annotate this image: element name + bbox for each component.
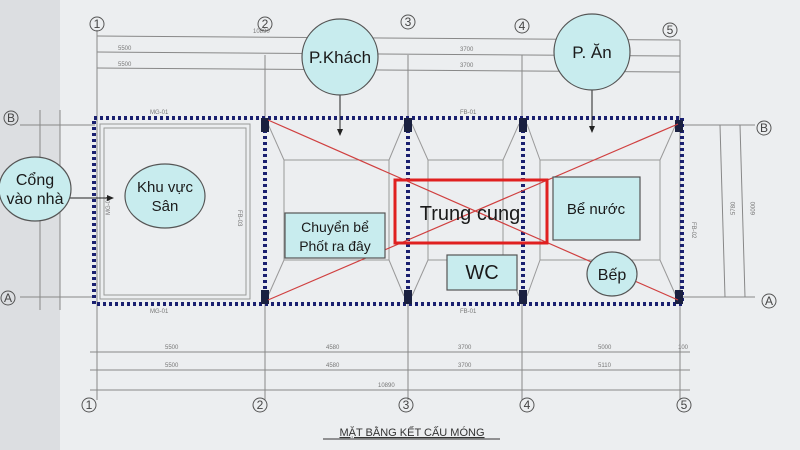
center-label: Trung cung bbox=[420, 203, 520, 225]
dim-top: 3700 bbox=[460, 63, 474, 69]
axis-label: 1 bbox=[86, 398, 93, 412]
dim-top-total: 10890 bbox=[253, 29, 270, 35]
dim-bottom: 100 bbox=[678, 345, 689, 351]
dim-bottom-total: 10890 bbox=[378, 383, 395, 389]
dim-bottom: 4580 bbox=[326, 345, 340, 351]
gate-bubble bbox=[0, 156, 72, 222]
dim-bottom: 5500 bbox=[165, 363, 179, 369]
dotted-outline bbox=[92, 116, 684, 306]
axis-label: B bbox=[7, 111, 15, 125]
axis-label: 4 bbox=[519, 19, 526, 33]
axis-label: 4 bbox=[524, 398, 531, 412]
dim-bottom: 3700 bbox=[458, 363, 472, 369]
dim-top: 3700 bbox=[460, 47, 474, 53]
axis-label: 3 bbox=[403, 398, 410, 412]
dim-right: 6000 bbox=[751, 201, 757, 215]
beam-label: FB-01 bbox=[460, 309, 477, 315]
axis-bubbles bbox=[0, 14, 777, 413]
yard-label: Sân bbox=[152, 198, 179, 215]
axis-label: B bbox=[760, 121, 768, 135]
axis-label: 2 bbox=[262, 17, 269, 31]
beam-label: FB-01 bbox=[460, 110, 477, 116]
axis-label: 5 bbox=[681, 398, 688, 412]
septic-label: Chuyển bể bbox=[301, 219, 369, 235]
dim-top: 5500 bbox=[118, 46, 132, 52]
water-tank-box bbox=[552, 176, 641, 241]
septic-label: Phốt ra đây bbox=[299, 238, 371, 254]
dim-bottom: 3700 bbox=[458, 345, 472, 351]
dim-bottom: 5110 bbox=[598, 363, 612, 369]
dining-bubble bbox=[553, 13, 631, 91]
dim-bottom: 5500 bbox=[165, 345, 179, 351]
axis-label: 5 bbox=[667, 23, 674, 37]
living-bubble bbox=[301, 18, 379, 96]
dim-bottom: 4580 bbox=[326, 363, 340, 369]
septic-box bbox=[284, 212, 386, 259]
dim-bottom: 5000 bbox=[598, 345, 612, 351]
columns bbox=[261, 118, 683, 304]
axis-label: 3 bbox=[405, 15, 412, 29]
water-tank-label: Bể nước bbox=[567, 201, 626, 218]
dim-top: 5500 bbox=[118, 62, 132, 68]
kitchen-label: Bếp bbox=[598, 267, 627, 284]
axis-label: 1 bbox=[94, 17, 101, 31]
axis-label: A bbox=[765, 294, 773, 308]
beam-label: FB-03 bbox=[236, 210, 242, 227]
beam-label: MG-01 bbox=[150, 309, 169, 315]
gate-label: Cổng bbox=[16, 171, 54, 189]
axis-label: 2 bbox=[257, 398, 264, 412]
yard-bubble bbox=[124, 163, 206, 229]
beam-label: MG-02 bbox=[106, 196, 112, 215]
beam-label: FB-02 bbox=[690, 222, 696, 239]
wc-box bbox=[446, 254, 518, 291]
beam-label: MG-01 bbox=[150, 110, 169, 116]
living-label: P.Khách bbox=[309, 48, 371, 67]
axis-label: A bbox=[4, 291, 12, 305]
gate-label: vào nhà bbox=[7, 191, 64, 208]
plan-title: MẶT BẰNG KẾT CẤU MÓNG bbox=[339, 426, 484, 439]
center-box bbox=[393, 178, 549, 245]
dim-right: 5780 bbox=[731, 201, 737, 215]
dining-label: P. Ăn bbox=[572, 43, 611, 62]
yard-label: Khu vực bbox=[137, 179, 193, 196]
wc-label: WC bbox=[465, 262, 498, 284]
kitchen-bubble bbox=[586, 251, 638, 297]
